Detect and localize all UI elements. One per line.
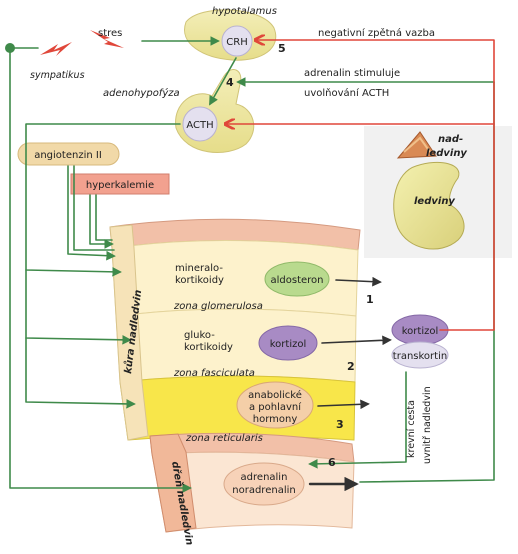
lightning-bolt-icon — [40, 30, 124, 56]
mineralo-label-a: mineralo- — [175, 263, 223, 274]
gluko-label-b: kortikoidy — [184, 342, 233, 353]
kortizol-label: kortizol — [270, 339, 307, 350]
angiotensin-pill — [17, 142, 120, 166]
kidney-illustration — [393, 131, 465, 250]
aldosteron-label: aldosteron — [270, 275, 323, 286]
acth-release-label: uvolňování ACTH — [304, 87, 389, 99]
kortizol-blood-label: kortizol — [402, 326, 439, 337]
adrenal-medulla-wedge — [149, 432, 355, 533]
acth-bubble — [182, 106, 218, 142]
blood-path-label-a: krevní cesta — [406, 400, 417, 458]
kidney-label: ledviny — [414, 196, 455, 207]
mineralo-label-b: kortikoidy — [175, 275, 224, 286]
kortizol-ellipse — [258, 325, 318, 361]
adrenalin-label-b: noradrenalin — [232, 485, 295, 496]
angiotensin-label: angiotenzin II — [34, 150, 102, 161]
arrows — [9, 40, 495, 493]
adrenalin-label-a: adrenalin — [241, 472, 288, 483]
step-5-label: 5 — [278, 42, 286, 55]
step-4-label: 4 — [226, 76, 234, 89]
zona-glomerulosa-label: zona glomerulosa — [173, 301, 263, 312]
sympathicus-label: sympatikus — [30, 70, 85, 81]
anabolic-label-a: anabolické — [248, 389, 302, 401]
adrenal-top-label-a: nad- — [438, 134, 463, 145]
hyperkalemia-box — [70, 173, 170, 195]
crh-label: CRH — [226, 37, 247, 48]
adrenal-top-label-b: ledviny — [426, 148, 467, 159]
step-6-label: 6 — [328, 456, 336, 469]
negative-feedback-label: negativní zpětná vazba — [318, 27, 435, 39]
gluko-label-a: gluko- — [184, 330, 215, 341]
adrenalin-stimulates-label: adrenalin stimuluje — [304, 68, 400, 79]
zona-reticularis-label: zona reticularis — [185, 433, 263, 444]
crh-bubble — [221, 25, 253, 57]
step-1-label: 1 — [366, 293, 374, 306]
stress-label: stres — [98, 28, 122, 39]
adrenal-cortex-wedge — [109, 218, 361, 441]
step-3-label: 3 — [336, 418, 344, 431]
blood-path-label-b: uvnitř nadledvin — [422, 386, 433, 464]
acth-label: ACTH — [186, 120, 213, 131]
sympathicus-origin-dot — [5, 43, 15, 53]
transkortin-label: transkortin — [393, 351, 447, 362]
step-2-label: 2 — [347, 360, 355, 373]
adrenalin-ellipse — [223, 462, 305, 506]
anabolic-label-b: a pohlavní — [249, 401, 302, 413]
adenohypophysis-label: adenohypofýza — [103, 87, 180, 99]
aldosteron-ellipse — [264, 261, 330, 297]
hyperkalemia-label: hyperkalemie — [86, 180, 154, 191]
hypothalamus-label: hypotalamus — [212, 6, 277, 17]
zona-fasciculata-label: zona fasciculata — [173, 368, 255, 379]
anabolic-label-c: hormony — [253, 414, 298, 425]
transkortin-ellipse — [391, 341, 449, 369]
anabolic-ellipse — [236, 381, 314, 429]
